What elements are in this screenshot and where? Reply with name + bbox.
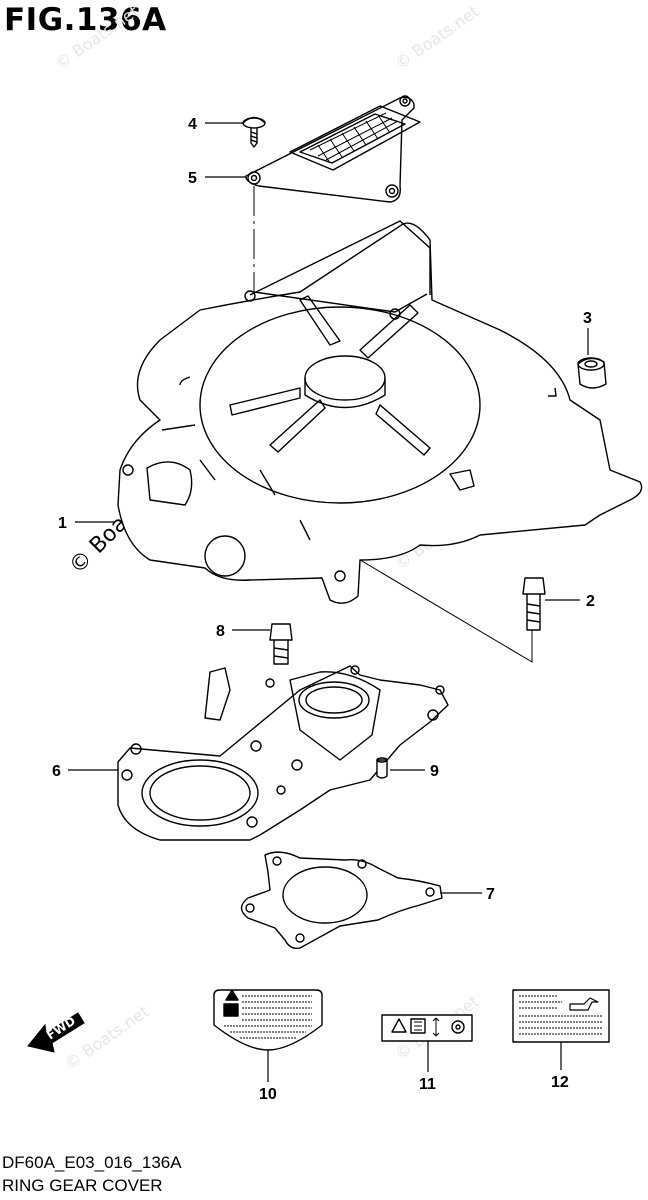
callout-11: 11: [419, 1076, 436, 1093]
diagram-subtitle: RING GEAR COVER: [2, 1176, 163, 1195]
callout-10: 10: [259, 1086, 277, 1103]
ring-gear-cover-part-1: [117, 220, 643, 604]
icon-label-part-11: [381, 1014, 473, 1042]
screw-part-4: [242, 116, 266, 148]
callout-3: 3: [583, 310, 592, 327]
gasket-part-7: [240, 851, 443, 950]
callout-8: 8: [216, 623, 225, 640]
dowel-pin-part-9: [376, 757, 388, 779]
svg-text:© Boats.net: © Boats.net: [51, 2, 142, 74]
bolt-part-8: [269, 623, 293, 665]
diagram-code: DF60A_E03_016_136A: [2, 1153, 182, 1172]
callout-1: 1: [58, 515, 67, 532]
oil-label-part-12: [512, 989, 610, 1043]
callout-12: 12: [551, 1074, 569, 1091]
figure-title: FIG.136A: [4, 2, 167, 38]
svg-text:© Boats.net: © Boats.net: [61, 1002, 152, 1074]
guide-lines: [253, 186, 533, 663]
callout-9: 9: [430, 763, 439, 780]
leader-lines: [68, 122, 589, 1082]
callout-numbers: 4 5 3 1 2 8 6 9 7 10 11 12: [52, 116, 595, 1103]
callout-5: 5: [188, 170, 197, 187]
grommet-part-3: [577, 357, 607, 389]
bolt-part-2: [522, 577, 546, 631]
callout-2: 2: [586, 593, 595, 610]
warning-label-part-10: [213, 989, 323, 1051]
fwd-arrow-icon: FWD: [27, 1012, 85, 1053]
callout-6: 6: [52, 763, 61, 780]
svg-text:© Boats.net: © Boats.net: [391, 2, 482, 74]
fwd-label: FWD: [44, 1014, 78, 1043]
callout-4: 4: [188, 116, 197, 133]
callout-7: 7: [486, 886, 495, 903]
grille-plate-part-5: [245, 95, 421, 203]
case-plate-part-6: [117, 665, 449, 841]
